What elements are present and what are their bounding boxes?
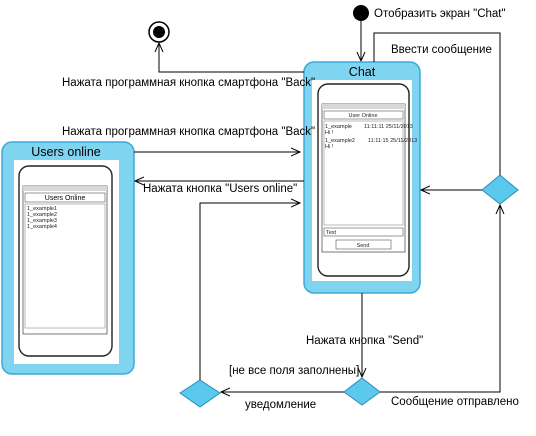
decision-node-notification [179, 379, 221, 408]
edge-label-back-final: Нажата программная кнопка смартфона "Bac… [62, 77, 315, 89]
edge-label-back-chat: Нажата программная кнопка смартфона "Bac… [62, 126, 315, 138]
users-list-item[interactable]: 1_example1 [27, 206, 57, 212]
edge-label-enter-message: Ввести сообщение [391, 44, 492, 56]
chat-state: Chat User Online 1_example 11:11:11 25/1… [303, 61, 421, 294]
decision-node-send [343, 377, 381, 406]
chat-message-text: Hi ! [325, 144, 334, 150]
users-online-state: Users online Users Online 1_example1 1_e… [1, 141, 135, 375]
decision-node-right [481, 174, 519, 205]
edge-message-sent [380, 205, 500, 393]
chat-message-text: Hi ! [325, 130, 334, 136]
edge-enter-message [373, 32, 501, 175]
final-state-inner [153, 26, 165, 38]
edge-label-users-online: Нажата кнопка "Users online" [143, 183, 297, 195]
chat-send-button[interactable] [335, 239, 392, 250]
edge-label-not-filled: [не все поля заполнены] [229, 365, 359, 377]
chat-message-user: 1_example [325, 124, 352, 130]
users-online-state-title: Users online [31, 145, 101, 159]
edge-label-notification: уведомление [245, 399, 316, 411]
chat-message-list [323, 120, 404, 226]
edge-label-message-sent: Сообщение отправлено [391, 396, 519, 408]
chat-state-title: Chat [349, 65, 376, 79]
users-list [24, 203, 106, 329]
initial-state-node [353, 5, 369, 21]
chat-send-button-label: Send [357, 243, 370, 249]
chat-message: 1_example 11:11:11 25/11/2013 Hi ! [325, 124, 413, 136]
edge-notification-to-chat [199, 203, 300, 380]
chat-message-input[interactable] [323, 227, 404, 237]
users-list-item[interactable]: 1_example2 [27, 212, 57, 218]
users-phone-header: Users Online [45, 195, 86, 202]
chat-message-user: 1_example2 [325, 138, 355, 144]
edge-label-send: Нажата кнопка "Send" [306, 335, 423, 347]
initial-state-label: Отобразить экран "Chat" [374, 8, 506, 20]
chat-message-time: 11:11:15 25/11/2013 [368, 138, 417, 144]
chat-phone-header: User Online [348, 113, 377, 119]
chat-message: 1_example2 11:11:15 25/11/2013 Hi ! [325, 138, 417, 150]
users-list-item[interactable]: 1_example3 [27, 218, 57, 224]
chat-input-placeholder: Text [326, 230, 337, 236]
users-list-item[interactable]: 1_example4 [27, 224, 57, 230]
edge-chat-to-final [159, 43, 304, 73]
chat-message-time: 11:11:11 25/11/2013 [364, 124, 413, 130]
